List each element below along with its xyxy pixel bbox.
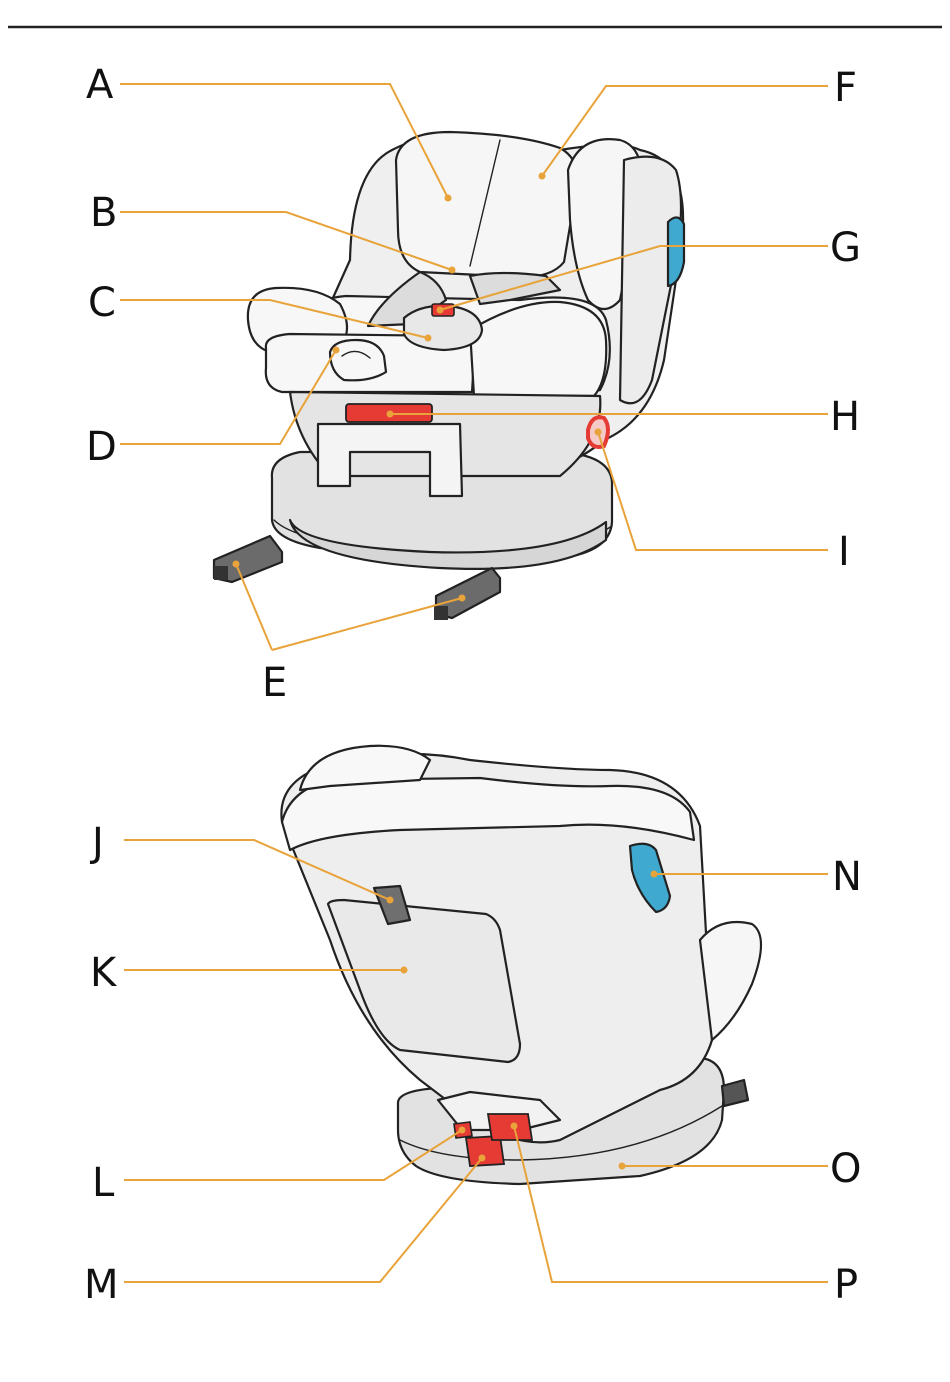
label-a: A	[86, 62, 114, 108]
leader-e-left	[236, 564, 272, 650]
back-pocket-panel	[328, 900, 520, 1062]
leader-m	[124, 1158, 482, 1282]
label-o: O	[830, 1146, 861, 1192]
headrest	[396, 132, 577, 277]
front-view-seat	[214, 132, 684, 620]
label-e: E	[262, 660, 287, 706]
label-c: C	[88, 280, 116, 326]
label-f: F	[834, 65, 857, 111]
label-h: H	[830, 394, 860, 440]
label-b: B	[90, 190, 117, 236]
rear-handle-red-p	[488, 1114, 532, 1140]
label-m: M	[84, 1262, 119, 1308]
leader-e-right	[272, 598, 462, 650]
label-d: D	[86, 424, 117, 470]
label-k: K	[90, 950, 118, 996]
label-n: N	[832, 854, 862, 900]
label-i: I	[838, 529, 850, 575]
label-p: P	[834, 1262, 858, 1308]
leader-i	[598, 432, 828, 550]
label-j: J	[89, 820, 104, 866]
label-g: G	[830, 225, 861, 271]
side-release-blue	[668, 217, 684, 286]
rear-view-seat	[281, 746, 761, 1184]
label-l: L	[92, 1160, 115, 1206]
